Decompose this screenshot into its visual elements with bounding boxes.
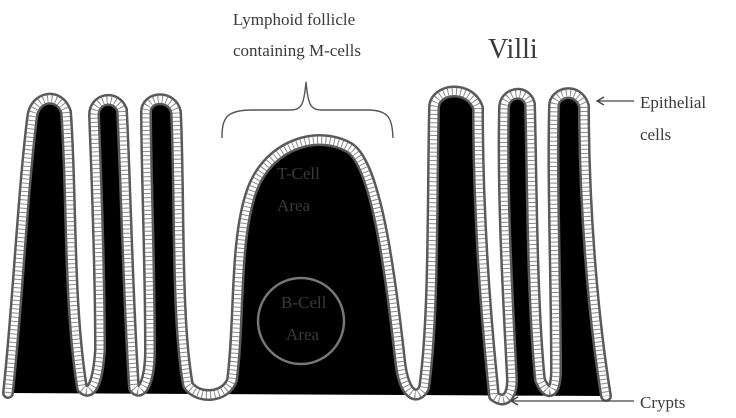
- t-cell-area-label-line1: T-Cell: [277, 164, 320, 183]
- crypts-label: Crypts: [640, 393, 685, 412]
- t-cell-area-label-line2: Area: [277, 196, 310, 215]
- follicle-label-line2: containing M-cells: [233, 41, 361, 60]
- epithelial-cells-label-line1: Epithelial: [640, 93, 706, 112]
- follicle-bracket: [222, 82, 393, 138]
- villi-label: Villi: [488, 34, 538, 65]
- epithelium-layer: [8, 91, 606, 399]
- b-cell-area-label-line2: Area: [286, 325, 319, 344]
- epithelial-cells-label-line2: cells: [640, 125, 671, 144]
- b-cell-area-label-line1: B-Cell: [281, 293, 327, 312]
- follicle-label-line1: Lymphoid follicle: [233, 10, 355, 29]
